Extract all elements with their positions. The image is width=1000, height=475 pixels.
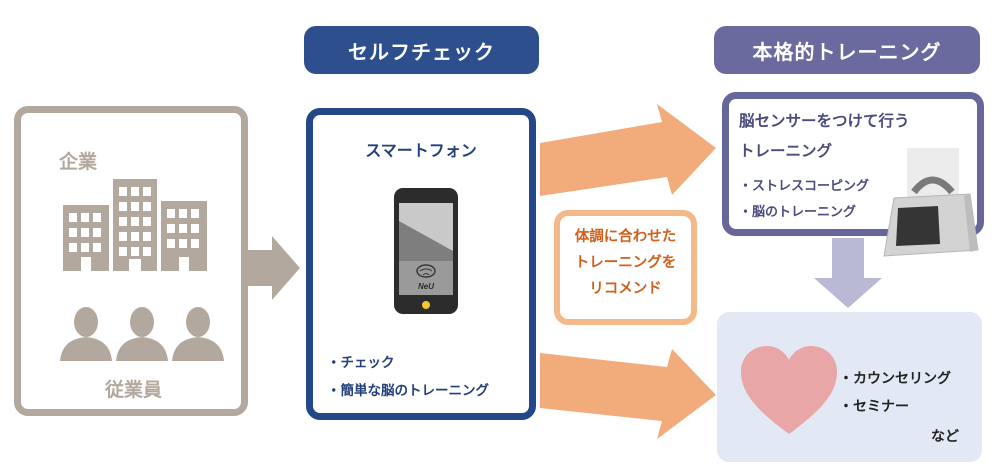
recommend-line: トレーニングを (574, 255, 677, 271)
sensor-item-brain-training: ・脳のトレーニング (739, 205, 857, 220)
arrow-phone-to-counsel (540, 349, 716, 439)
building-icon (63, 179, 207, 271)
arrow-sensor-to-counsel (814, 238, 882, 308)
sensor-item-stress-coping: ・ストレスコーピング (739, 179, 870, 194)
smartphone-icon: NeU (394, 188, 458, 314)
brain-icon (416, 264, 436, 278)
heart-icon (741, 346, 837, 434)
recommend-line: 体調に合わせた (574, 229, 677, 245)
self-check-item-check: ・チェック (327, 355, 395, 371)
smartphone-panel: スマートフォン NeU ・チェック ・簡単な脳のトレーニング (306, 108, 536, 420)
self-check-header: セルフチェック (304, 26, 539, 74)
recommend-box: 体調に合わせた トレーニングを リコメンド (554, 210, 697, 325)
smartphone-title: スマートフォン (365, 141, 477, 160)
counseling-panel: ・カウンセリング ・セミナー など (717, 312, 982, 462)
phone-logo: NeU (418, 282, 434, 291)
full-training-header: 本格的トレーニング (714, 26, 980, 74)
person-icon (60, 307, 224, 361)
sensor-title-line: 脳センサーをつけて行う (739, 112, 910, 130)
company-label: 企業 (59, 151, 98, 173)
counsel-etc: など (931, 429, 959, 445)
company-panel: 企業 従業員 (14, 106, 248, 416)
arrow-phone-to-sensor (540, 104, 716, 196)
counsel-item-seminar: ・セミナー (839, 399, 909, 415)
arrow-left-to-phone (248, 236, 300, 300)
brain-sensor-device-icon (883, 148, 979, 257)
counsel-item-counseling: ・カウンセリング (839, 371, 951, 387)
self-check-item-brain-training: ・簡単な脳のトレーニング (327, 383, 489, 399)
employees-label: 従業員 (105, 379, 163, 401)
sensor-title-line: トレーニング (739, 142, 833, 160)
recommend-line: リコメンド (589, 281, 662, 297)
